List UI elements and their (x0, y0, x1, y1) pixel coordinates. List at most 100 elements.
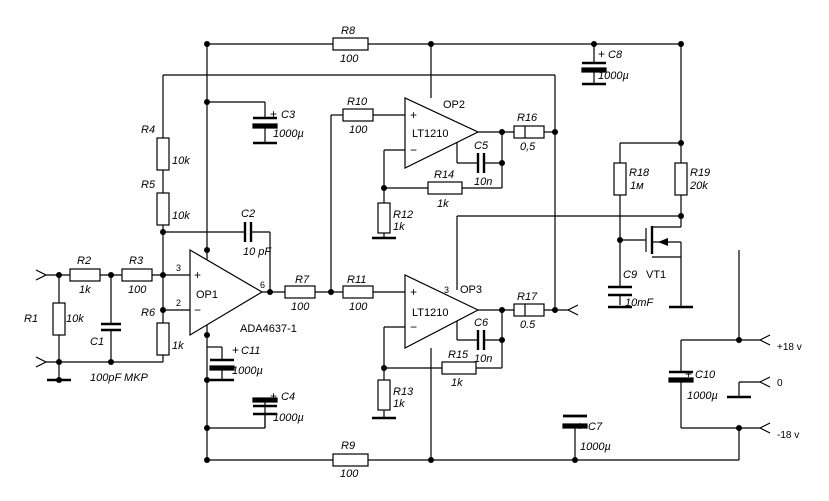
op2-plus-sign: + (410, 108, 417, 122)
r7-value: 100 (291, 301, 310, 313)
r10-value: 100 (349, 124, 368, 136)
r5-ref: R5 (141, 179, 156, 191)
rail-negative-label: -18 v (777, 430, 799, 441)
resistor-r18 (613, 162, 627, 196)
resistor-r3 (121, 268, 153, 282)
r4-ref: R4 (141, 124, 155, 136)
r14-ref: R14 (434, 169, 454, 181)
r3-ref: R3 (129, 255, 144, 267)
r10-ref: R10 (347, 96, 368, 108)
c1-ref: C1 (90, 336, 104, 348)
c4-ref: C4 (281, 391, 295, 403)
resistors (52, 37, 688, 467)
c10-ref: C10 (695, 369, 716, 381)
op1-part: ADA4637-1 (240, 323, 297, 335)
c11-ref: C11 (241, 345, 260, 357)
r1-ref: R1 (24, 313, 38, 325)
rail-positive-label: +18 v (777, 342, 802, 353)
resistor-r19 (674, 162, 688, 196)
c8-ref: C8 (608, 49, 623, 61)
resistor-r9 (332, 453, 369, 467)
op1-pin-minus: 2 (176, 298, 181, 308)
c2-value: 10 pF (243, 246, 272, 258)
r11-ref: R11 (347, 274, 366, 286)
op3-part: LT1210 (412, 307, 449, 319)
r18-value: 1м (630, 180, 644, 192)
resistor-r11 (342, 285, 374, 299)
c5-value: 10n (474, 176, 492, 188)
r9-ref: R9 (341, 440, 355, 452)
opamp-op2 (404, 97, 480, 169)
mosfet-arrow-icon (658, 238, 668, 246)
c9-value: 10mF (625, 297, 654, 309)
c7-plus: + (577, 419, 584, 433)
c8-value: 1000µ (598, 70, 629, 82)
rail-labels: +18 v 0 -18 v (777, 342, 802, 441)
r9-value: 100 (340, 468, 359, 480)
resistor-r17 (513, 303, 545, 317)
c3-plus: + (270, 107, 277, 121)
resistor-r10 (342, 108, 374, 122)
r11-value: 100 (349, 301, 368, 313)
capacitors (101, 61, 694, 432)
mosfet-vt1 (645, 226, 682, 258)
r6-ref: R6 (141, 307, 156, 319)
c5-ref: C5 (474, 140, 489, 152)
vt1-ref: VT1 (646, 269, 666, 281)
r8-ref: R8 (341, 25, 356, 37)
r1-value: 10k (66, 313, 84, 325)
opamp-op3 (404, 274, 480, 349)
c3-ref: C3 (281, 109, 296, 121)
resistor-r6 (156, 322, 170, 356)
c4-plus: + (270, 389, 277, 403)
c9-ref: C9 (623, 269, 637, 281)
c3-value: 1000µ (273, 128, 304, 140)
resistor-r1 (52, 302, 66, 336)
c11-plus: + (232, 343, 239, 357)
r2-ref: R2 (77, 255, 91, 267)
c2-ref: C2 (241, 208, 255, 220)
op1-pin-out: 6 (260, 280, 265, 290)
r4-value: 10k (172, 155, 190, 167)
c11-value: 1000µ (232, 365, 263, 377)
op1-label: OP1 (196, 289, 218, 301)
c4-value: 1000µ (273, 412, 304, 424)
op2-part: LT1210 (412, 128, 449, 140)
r14-value: 1k (437, 198, 449, 210)
component-labels: R1 10k R2 1k R3 100 R4 10k R5 10k R6 1k … (24, 25, 718, 480)
c6-value: 10n (474, 353, 492, 365)
r13-value: 1k (393, 398, 405, 410)
c7-value: 1000µ (580, 441, 611, 453)
op2-minus-sign: − (410, 143, 417, 157)
op1-pin-plus: 3 (176, 263, 181, 273)
r7-ref: R7 (295, 274, 310, 286)
resistor-r5 (156, 192, 170, 226)
junction-dots (56, 41, 742, 463)
r18-ref: R18 (629, 167, 650, 179)
c10-value: 1000µ (687, 390, 718, 402)
c8-plus: + (598, 47, 605, 61)
op2-label: OP2 (443, 99, 465, 111)
resistor-r7 (284, 285, 316, 299)
r16-ref: R16 (517, 112, 538, 124)
r3-value: 100 (128, 284, 147, 296)
resistor-r4 (156, 137, 170, 171)
r19-ref: R19 (690, 167, 710, 179)
r12-value: 1k (393, 221, 405, 233)
rail-ground-label: 0 (777, 378, 783, 389)
r17-value: 0.5 (520, 319, 536, 331)
opamp-labels: + − 3 2 6 OP1 ADA4637-1 + − OP2 LT1210 +… (176, 99, 482, 335)
r8-value: 100 (340, 53, 359, 65)
r12-ref: R12 (393, 209, 413, 221)
opamp-op1 (189, 248, 264, 337)
r19-value: 20k (689, 180, 708, 192)
resistor-r2 (69, 268, 101, 282)
r13-ref: R13 (393, 386, 414, 398)
r2-value: 1k (79, 284, 91, 296)
resistor-r12 (377, 202, 391, 234)
resistor-r16 (513, 125, 545, 139)
op3-label: OP3 (460, 284, 482, 296)
op3-pin-plus: 3 (444, 285, 449, 295)
c7-ref: C7 (588, 421, 603, 433)
